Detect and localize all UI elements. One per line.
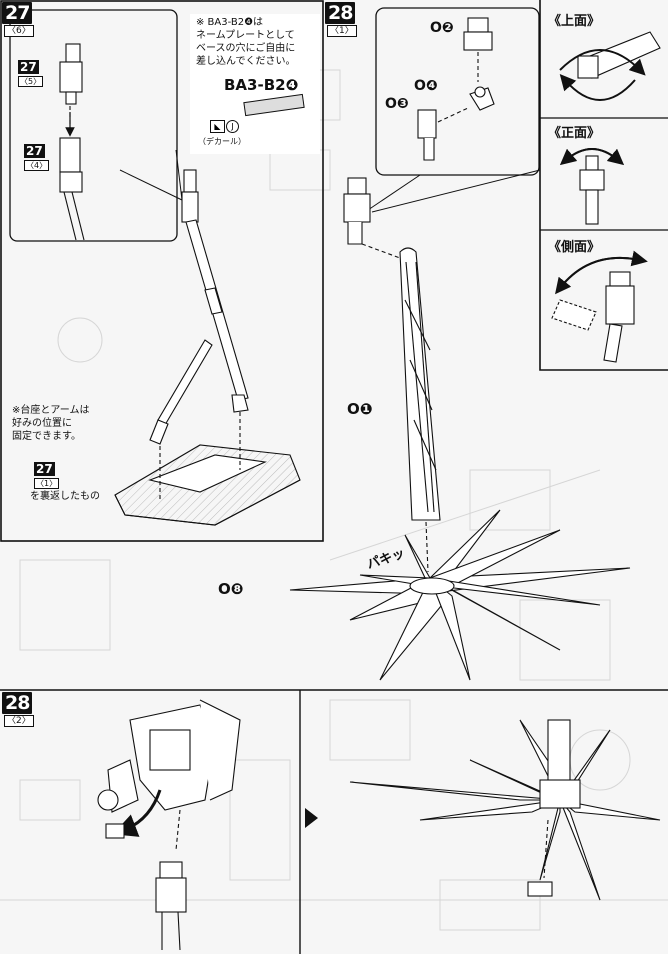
step-27-1-number: 27 bbox=[34, 462, 55, 476]
view-front-title: 《正面》 bbox=[548, 126, 601, 141]
part-o8-label: O❽ bbox=[218, 580, 244, 598]
part-o4-label: O❹ bbox=[414, 78, 438, 94]
wing-effect-o8 bbox=[289, 509, 631, 681]
view-side-diagram bbox=[551, 250, 648, 363]
nameplate-part-label: BA3-B2❹ bbox=[224, 76, 299, 94]
view-top-title: 《上面》 bbox=[548, 14, 601, 29]
nameplate-note: ※ BA3-B2❹は ネームプレートとして ベースの穴にご自由に 差し込んでくだ… bbox=[196, 17, 296, 67]
step28-joint-parts bbox=[343, 17, 495, 259]
step-28-1-sub: 〈1〉 bbox=[327, 25, 357, 37]
base-arm-note: ※台座とアームは 好みの位置に 固定できます。 bbox=[12, 405, 90, 442]
background-ghost-art bbox=[0, 69, 668, 931]
next-arrow bbox=[305, 808, 318, 828]
step-28-2-sub: 〈2〉 bbox=[4, 715, 34, 727]
decal-mark-circle: J bbox=[226, 120, 239, 133]
view-front-diagram bbox=[559, 148, 625, 225]
robot-with-wings bbox=[349, 719, 661, 901]
step27-mini-parts bbox=[59, 43, 85, 241]
callout-lines bbox=[119, 149, 541, 213]
decal-icon: ◣ bbox=[210, 120, 225, 133]
step-28-1-number: 28 bbox=[325, 2, 356, 24]
part-o1-label: O❶ bbox=[347, 400, 373, 418]
stand-arm-o1 bbox=[399, 247, 441, 573]
step-27-5-sub: 〈5〉 bbox=[18, 76, 44, 87]
step-27-sub: 〈6〉 bbox=[4, 25, 34, 37]
view-side-title: 《側面》 bbox=[548, 240, 601, 255]
view-top-diagram bbox=[559, 31, 661, 101]
decal-label: （デカール） bbox=[198, 137, 246, 146]
step-27-1-sub: 〈1〉 bbox=[34, 478, 60, 489]
step-27-4-sub: 〈4〉 bbox=[24, 160, 50, 171]
part-o3-label: O❸ bbox=[385, 96, 409, 112]
part-o2-label: O❷ bbox=[430, 20, 454, 36]
step-27-number: 27 bbox=[2, 2, 33, 24]
step-28-2-number: 28 bbox=[2, 692, 33, 714]
step-27-4-number: 27 bbox=[24, 144, 45, 158]
robot-figure bbox=[97, 699, 241, 951]
step-27-5-number: 27 bbox=[18, 60, 39, 74]
action-base-stand bbox=[114, 169, 301, 526]
reverse-note: を裏返したもの bbox=[30, 491, 100, 502]
